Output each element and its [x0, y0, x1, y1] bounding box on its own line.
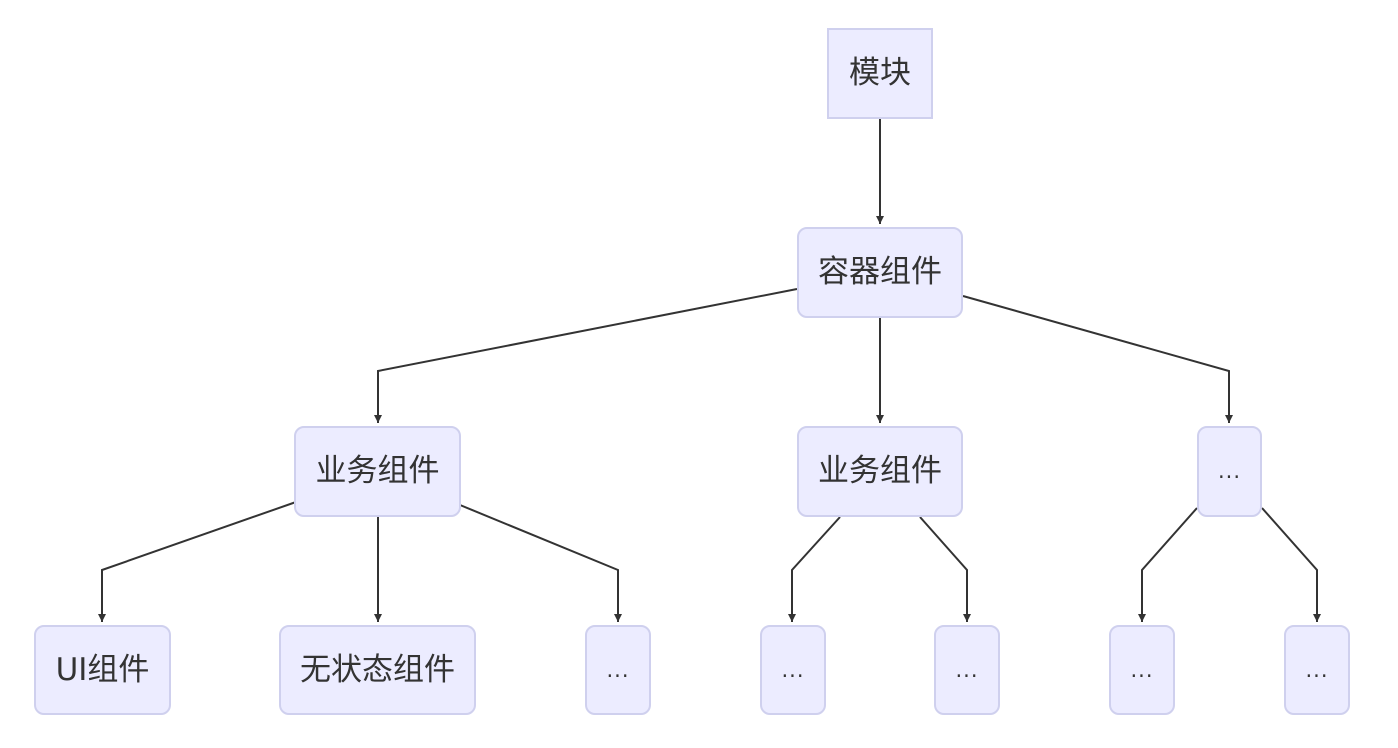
node-container-component: 容器组件	[797, 227, 963, 318]
node-module: 模块	[827, 28, 933, 119]
edge-business-a-ui	[98, 501, 297, 622]
node-ellipsis-right-child-2: ...	[1284, 625, 1350, 715]
node-ellipsis-middle-child-1: ...	[760, 625, 826, 715]
node-business-component-middle-label: 业务组件	[818, 453, 942, 489]
node-business-component-left: 业务组件	[294, 426, 461, 517]
node-stateless-component: 无状态组件	[279, 625, 476, 715]
node-ellipsis-right-child-2-label: ...	[1305, 657, 1329, 682]
node-business-component-middle: 业务组件	[797, 426, 963, 517]
node-ellipsis-left-child: ...	[585, 625, 651, 715]
node-business-component-left-label: 业务组件	[315, 453, 440, 489]
node-ui-component: UI组件	[34, 625, 171, 715]
node-ellipsis-right-child-1-label: ...	[1130, 657, 1154, 682]
node-ellipsis-middle-child-2-label: ...	[955, 657, 979, 682]
node-ui-component-label: UI组件	[55, 651, 150, 688]
edge-container-ellipsis-right	[962, 295, 1233, 423]
node-container-component-label: 容器组件	[818, 254, 942, 290]
edge-ellipsis-right-1	[1138, 507, 1198, 622]
node-ellipsis-middle-child-1-label: ...	[781, 657, 805, 682]
edge-business-b-ellipsis-2	[919, 516, 971, 622]
node-ellipsis-right-label: ...	[1217, 459, 1242, 483]
node-ellipsis-right: ...	[1197, 426, 1262, 517]
node-ellipsis-left-child-label: ...	[606, 657, 630, 682]
edge-container-business-a	[374, 288, 798, 423]
edge-business-b-ellipsis-1	[788, 516, 841, 622]
edge-ellipsis-right-2	[1261, 507, 1321, 622]
node-ellipsis-middle-child-2: ...	[934, 625, 1000, 715]
node-ellipsis-right-child-1: ...	[1109, 625, 1175, 715]
edge-business-a-ellipsis	[459, 504, 622, 622]
node-stateless-component-label: 无状态组件	[300, 651, 455, 688]
node-module-label: 模块	[849, 55, 911, 91]
